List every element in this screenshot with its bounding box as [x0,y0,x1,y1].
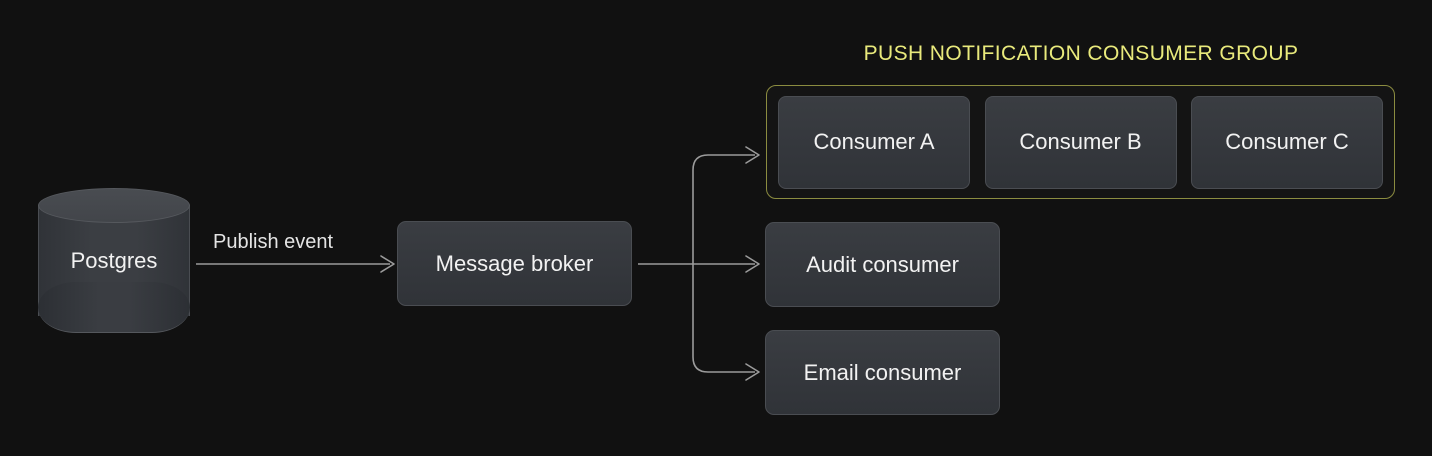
edge-branch-to-consumer-group [692,146,760,264]
push-notification-consumer-group: Consumer A Consumer B Consumer C [766,85,1395,199]
edge-branch-to-email-consumer [692,264,760,381]
email-consumer-label: Email consumer [803,359,962,385]
edge-postgres-to-broker [196,255,395,273]
consumer-a-node[interactable]: Consumer A [778,95,970,189]
publish-event-edge-label: Publish event [213,231,334,253]
message-broker-node[interactable]: Message broker [397,221,632,306]
message-broker-label: Message broker [435,250,594,276]
consumer-a-label: Consumer A [813,129,935,154]
email-consumer-node[interactable]: Email consumer [765,330,1000,415]
cylinder-top-ellipse [38,188,190,223]
audit-consumer-label: Audit consumer [806,251,959,277]
postgres-database-node[interactable]: Postgres [38,188,190,333]
cylinder-bottom-ellipse [38,282,190,333]
consumer-b-node[interactable]: Consumer B [984,95,1177,189]
audit-consumer-node[interactable]: Audit consumer [765,222,1000,307]
consumer-b-label: Consumer B [1019,129,1142,154]
edge-branch-to-audit-consumer [693,255,760,273]
consumer-c-label: Consumer C [1225,129,1349,154]
consumer-group-title: PUSH NOTIFICATION CONSUMER GROUP [863,42,1299,65]
consumer-c-node[interactable]: Consumer C [1191,95,1383,189]
postgres-label: Postgres [70,247,158,273]
